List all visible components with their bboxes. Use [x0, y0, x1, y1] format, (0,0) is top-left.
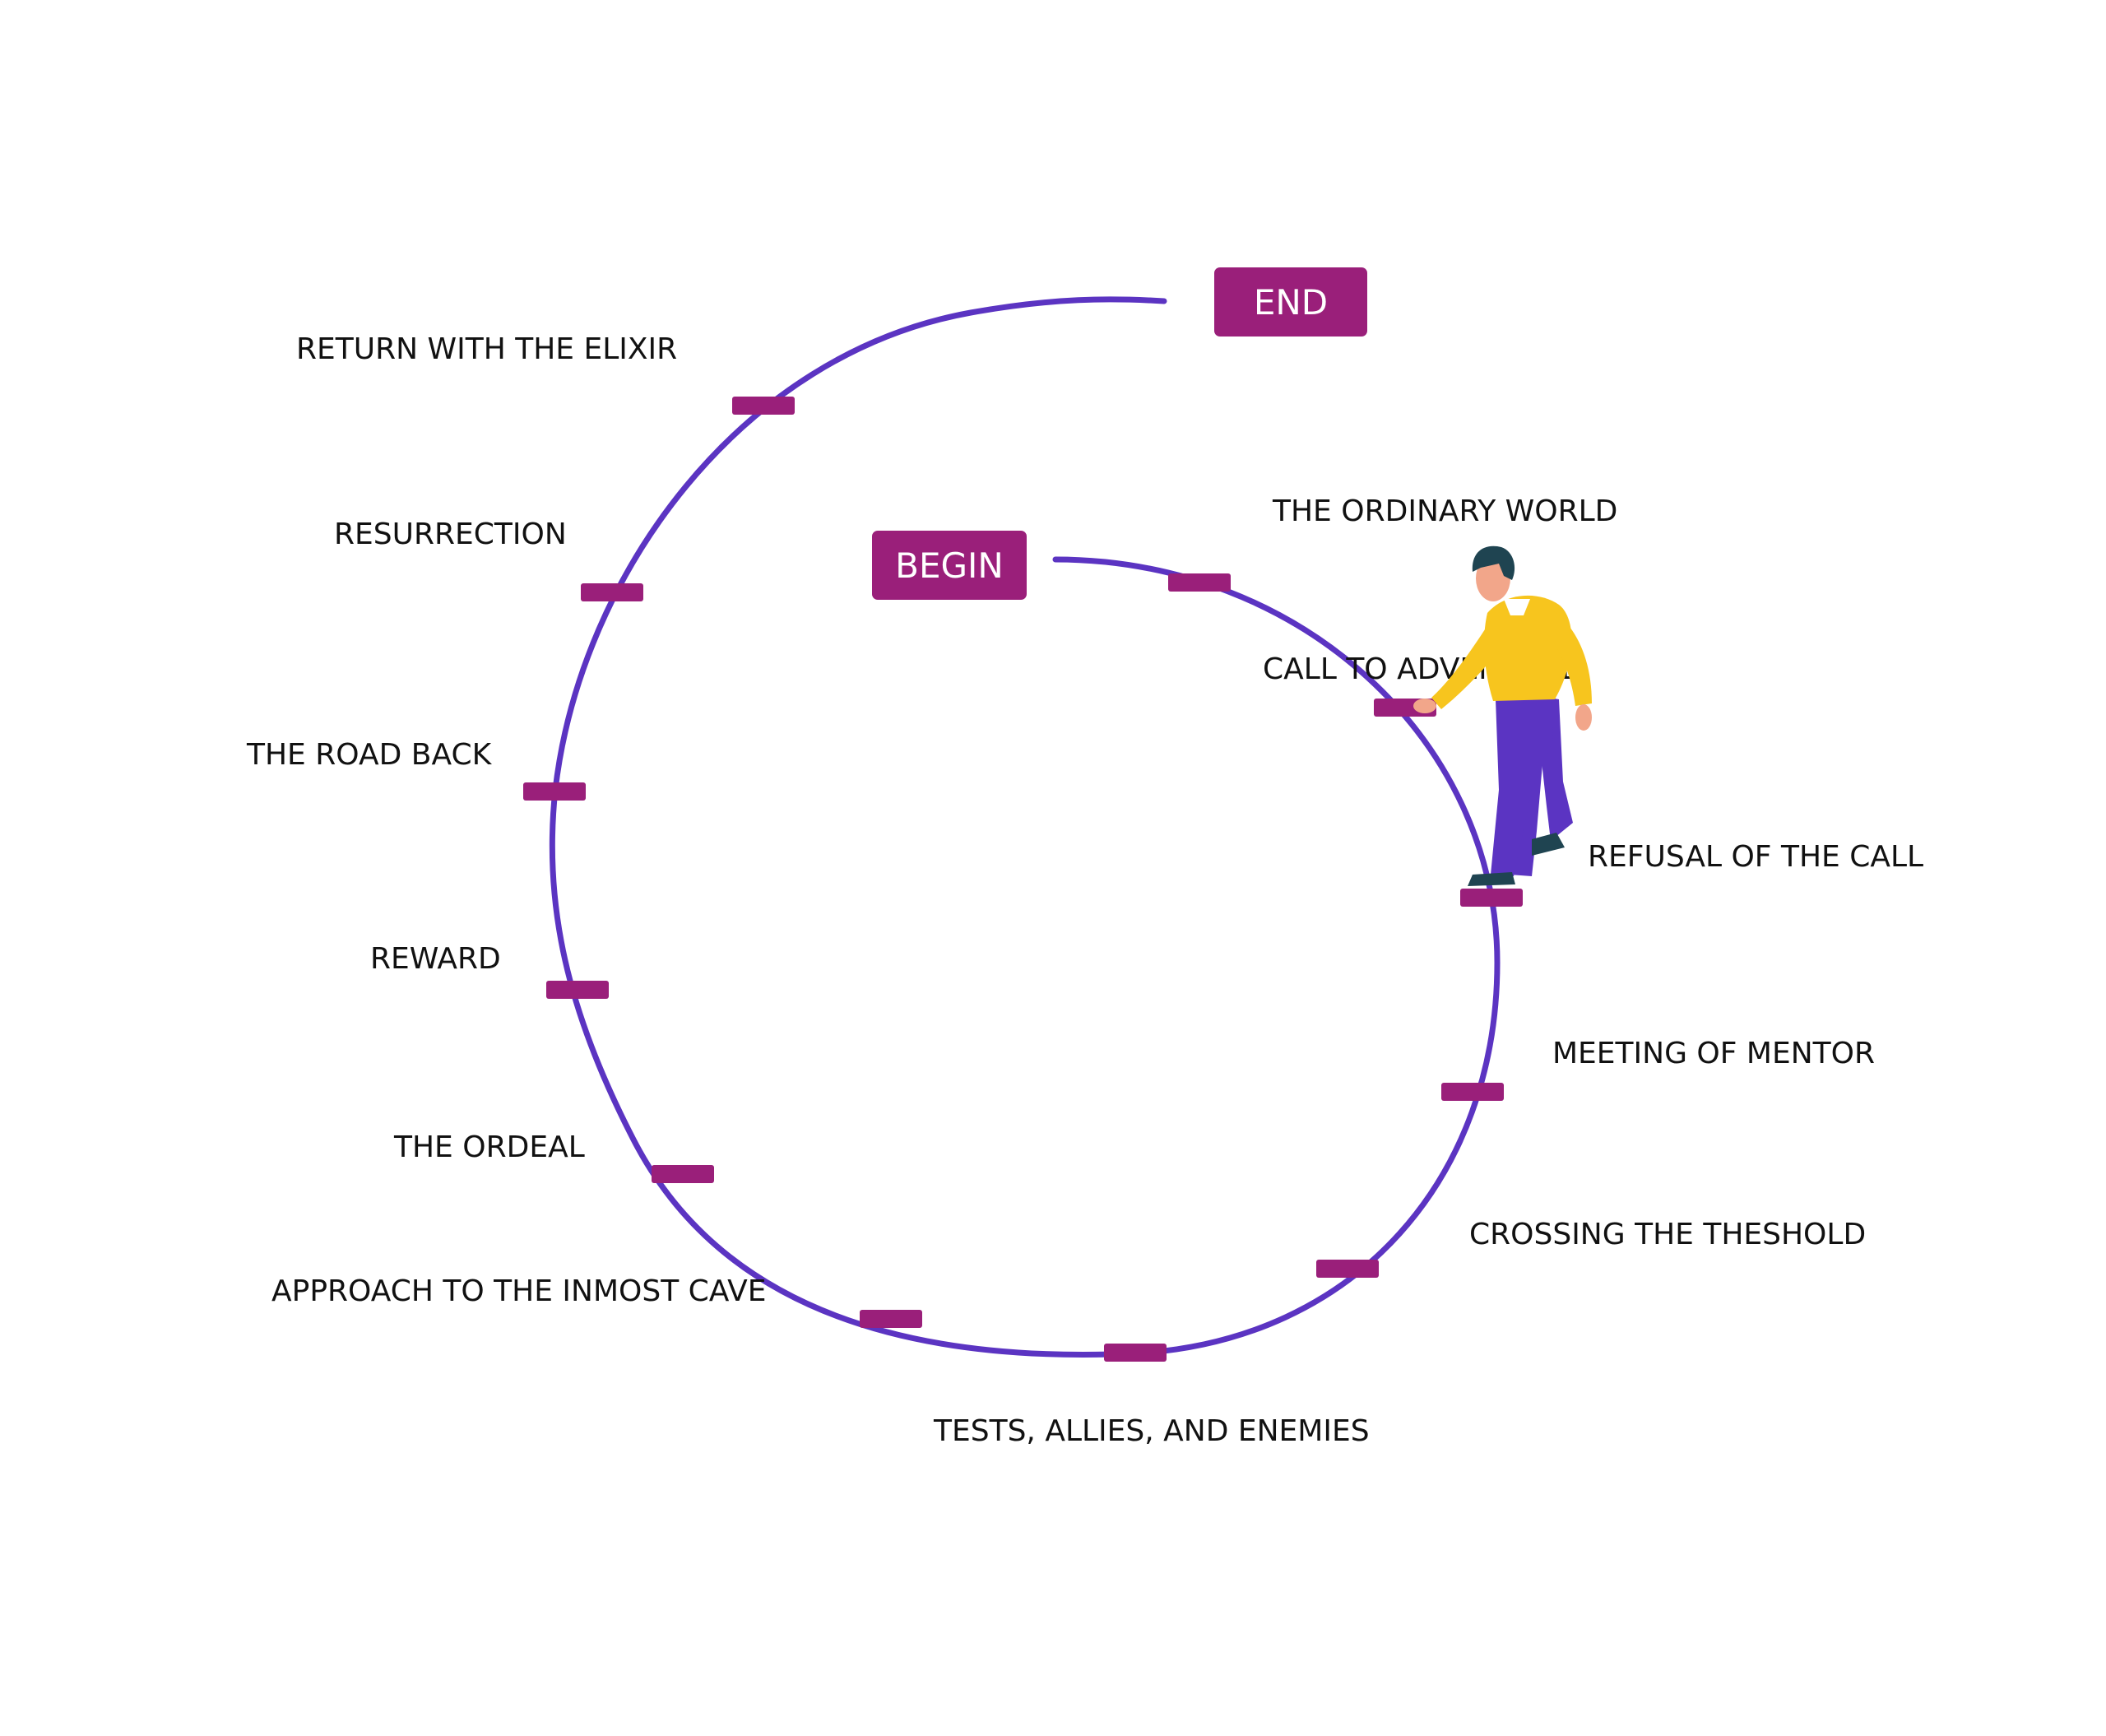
marker-crossing-the-threshold — [1316, 1260, 1379, 1278]
left-arm — [1431, 617, 1505, 709]
stage-label-tests-allies-enemies: TESTS, ALLIES, AND ENEMIES — [933, 1414, 1370, 1448]
marker-reward — [546, 981, 609, 999]
svg-text:END: END — [1254, 282, 1328, 323]
collar — [1504, 599, 1530, 615]
stage-label-the-ordeal: THE ORDEAL — [393, 1130, 585, 1164]
marker-tests-allies-enemies — [1104, 1344, 1167, 1362]
begin-badge: BEGIN — [872, 531, 1027, 600]
stage-label-return-with-elixir: RETURN WITH THE ELIXIR — [296, 332, 677, 366]
marker-ordinary-world — [1168, 573, 1231, 592]
hair — [1472, 545, 1515, 580]
stage-label-resurrection: RESURRECTION — [334, 518, 567, 551]
marker-resurrection — [581, 583, 643, 601]
right-hand — [1575, 704, 1592, 731]
marker-meeting-of-mentor — [1441, 1083, 1504, 1101]
left-hand — [1413, 699, 1436, 713]
end-badge: END — [1214, 267, 1367, 337]
stage-label-meeting-of-mentor: MEETING OF MENTOR — [1552, 1037, 1875, 1070]
walking-man-illustration — [1413, 545, 1592, 886]
rear-shoe — [1468, 872, 1515, 886]
journey-path — [549, 296, 1501, 1358]
marker-return-with-elixir — [732, 397, 795, 415]
back-leg-fill — [1491, 699, 1532, 876]
marker-the-road-back — [523, 782, 586, 801]
right-arm — [1547, 609, 1592, 706]
marker-approach-inmost-cave — [860, 1310, 922, 1328]
stage-label-refusal-of-the-call: REFUSAL OF THE CALL — [1588, 840, 1923, 874]
stage-label-crossing-the-threshold: CROSSING THE THESHOLD — [1469, 1218, 1866, 1251]
stage-label-ordinary-world: THE ORDINARY WORLD — [1272, 494, 1617, 528]
stage-label-reward: REWARD — [370, 942, 501, 976]
stage-label-the-road-back: THE ROAD BACK — [246, 738, 493, 772]
front-shoe — [1532, 833, 1565, 856]
marker-the-ordeal — [652, 1165, 714, 1183]
stage-label-approach-inmost-cave: APPROACH TO THE INMOST CAVE — [271, 1274, 767, 1308]
marker-refusal-of-the-call — [1460, 889, 1523, 907]
svg-text:BEGIN: BEGIN — [895, 545, 1004, 586]
